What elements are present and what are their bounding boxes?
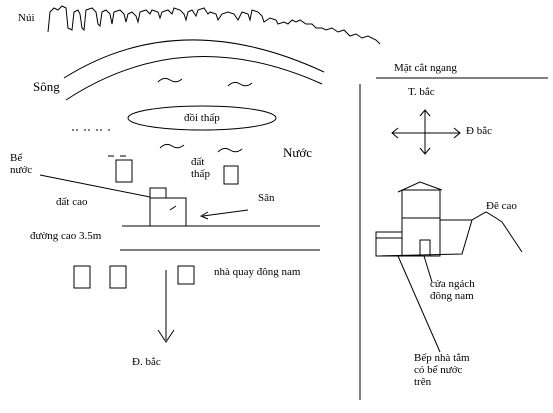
house-roof — [149, 187, 167, 199]
section-ground — [375, 211, 523, 257]
high-road-label: đường cao 3.5m — [30, 230, 102, 242]
small-house-1 — [73, 265, 91, 289]
small-house-3 — [177, 265, 195, 285]
compass-arrow-right — [453, 127, 461, 139]
wave-1 — [157, 77, 183, 83]
small-house-2 — [109, 265, 127, 289]
compass-arrow-left — [391, 127, 399, 139]
house-door — [169, 205, 177, 211]
yard-arrow-line — [202, 209, 249, 217]
wave-4 — [217, 147, 243, 153]
high-ground-label: đất cao — [56, 196, 88, 208]
pool-shape — [115, 159, 133, 183]
water-label: Nước — [283, 145, 313, 160]
door-pointer — [423, 255, 433, 283]
section-door — [419, 239, 431, 257]
compass-arrow-down — [419, 147, 431, 155]
northeast-arrow-head — [157, 329, 175, 343]
pool-label: Bể nước — [10, 152, 33, 176]
low-hill-shape — [127, 105, 277, 131]
section-northeast-label: Đ bắc — [466, 125, 492, 137]
river-bank-upper — [63, 39, 325, 79]
river-bank-lower — [65, 56, 323, 101]
house-orientation-label: nhà quay đông nam — [214, 266, 301, 278]
section-house-roof — [397, 181, 443, 193]
low-ground-label: đất thấp — [191, 156, 210, 180]
northeast-label: Đ. bắc — [132, 356, 161, 368]
mountain-outline — [47, 5, 381, 45]
river-label: Sông — [33, 79, 60, 94]
section-house-upper — [401, 189, 441, 219]
section-side-box — [375, 231, 403, 257]
wave-2 — [227, 81, 253, 87]
wave-3 — [159, 143, 185, 149]
section-house-lower — [401, 217, 441, 257]
pool-pointer — [39, 174, 151, 198]
southeast-door-label: cửa ngách đông nam — [430, 278, 475, 302]
mountain-label: Núi — [18, 12, 35, 24]
low-hill-label: đồi thấp — [184, 112, 220, 124]
high-dike-label: Đê cao — [486, 200, 517, 212]
northwest-label: T. bắc — [408, 86, 435, 98]
house-body — [149, 197, 187, 227]
section-title: Mặt cắt ngang — [394, 62, 457, 74]
low-ground-shape — [223, 165, 239, 185]
kitchen-bath-label: Bếp nhà tắm có bể nước trên — [414, 352, 470, 388]
yard-arrow-head — [199, 211, 209, 220]
yard-label: Sân — [258, 192, 275, 204]
compass-arrow-up — [419, 109, 431, 117]
kitchen-pointer — [397, 255, 441, 353]
